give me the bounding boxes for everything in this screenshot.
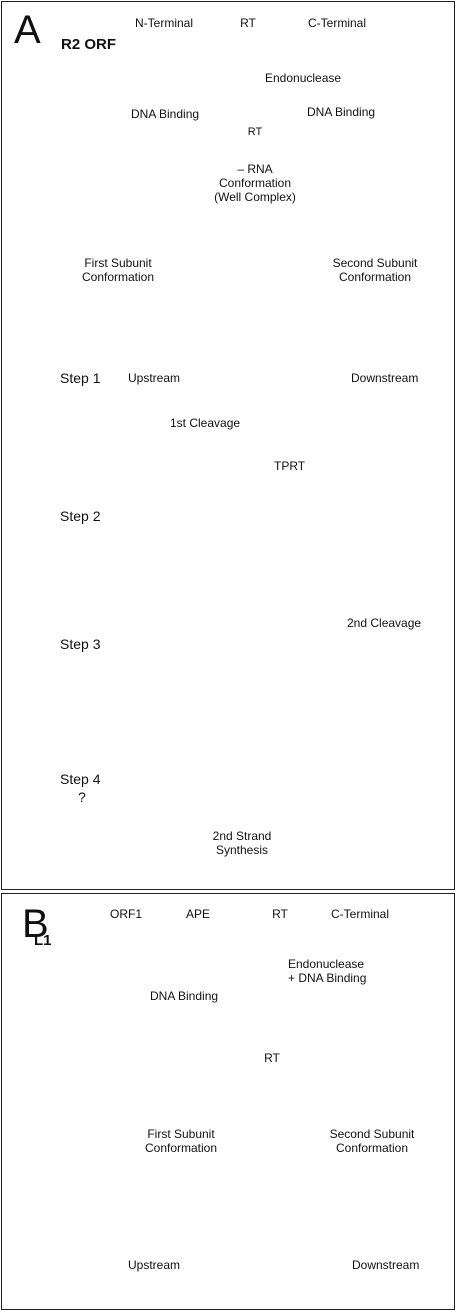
second-strand-line2: Synthesis	[215, 843, 269, 857]
tprt-label: TPRT	[274, 459, 306, 473]
dna-binding-left-label: DNA Binding	[131, 107, 200, 121]
domain-n-terminal-label: N-Terminal	[134, 16, 194, 30]
rna-conformation-line2: Conformation	[218, 176, 292, 190]
second-cleavage-label: 2nd Cleavage	[347, 616, 422, 630]
dna-binding-right-label: DNA Binding	[307, 105, 376, 119]
first-subunit-line1: First Subunit	[84, 256, 152, 270]
step-4-label: Step 4	[60, 771, 101, 787]
l1-downstream-label: Downstream	[352, 1258, 420, 1272]
first-cleavage-label: 1st Cleavage	[170, 416, 241, 430]
domain-rt-label: RT	[240, 16, 256, 30]
l1-orf-label: L1	[34, 932, 52, 949]
step-1-label: Step 1	[60, 370, 101, 386]
rt-label: RT	[247, 126, 263, 138]
upstream-label: Upstream	[128, 371, 181, 385]
rna-conformation-line1: – RNA	[237, 162, 273, 176]
domain-c-terminal-label: C-Terminal	[307, 16, 367, 30]
r2-orf-label: R2 ORF	[61, 36, 117, 53]
l1-second-subunit-line2: Conformation	[335, 1141, 409, 1155]
l1-dna-binding-label: DNA Binding	[150, 989, 219, 1003]
second-strand-line1: 2nd Strand	[212, 829, 272, 843]
l1-upstream-label: Upstream	[128, 1258, 181, 1272]
l1-rt-label: RT	[264, 1051, 280, 1065]
domain-l1-rt-label: RT	[272, 907, 288, 921]
step-2-label: Step 2	[60, 508, 101, 524]
domain-ape-label: APE	[185, 907, 211, 921]
panel-a-letter: A	[14, 8, 41, 52]
panel-a	[1, 1, 455, 890]
step-4-question: ?	[78, 789, 86, 805]
l1-second-subunit-line1: Second Subunit	[329, 1127, 415, 1141]
first-subunit-line2: Conformation	[81, 270, 155, 284]
l1-first-subunit-line1: First Subunit	[147, 1127, 215, 1141]
l1-endonuclease-line1: Endonuclease	[288, 957, 365, 971]
second-subunit-line2: Conformation	[338, 270, 412, 284]
downstream-label: Downstream	[351, 371, 419, 385]
domain-l1-c-terminal-label: C-Terminal	[330, 907, 390, 921]
endonuclease-label: Endonuclease	[265, 71, 342, 85]
rna-conformation-line3: (Well Complex)	[214, 190, 296, 204]
l1-endonuclease-line2: + DNA Binding	[288, 971, 367, 985]
panel-b-letter: B	[22, 902, 49, 946]
step-3-label: Step 3	[60, 636, 101, 652]
l1-first-subunit-line2: Conformation	[144, 1141, 218, 1155]
second-subunit-line1: Second Subunit	[332, 256, 418, 270]
panel-b	[1, 893, 455, 1310]
domain-orf1-label: ORF1	[109, 907, 143, 921]
